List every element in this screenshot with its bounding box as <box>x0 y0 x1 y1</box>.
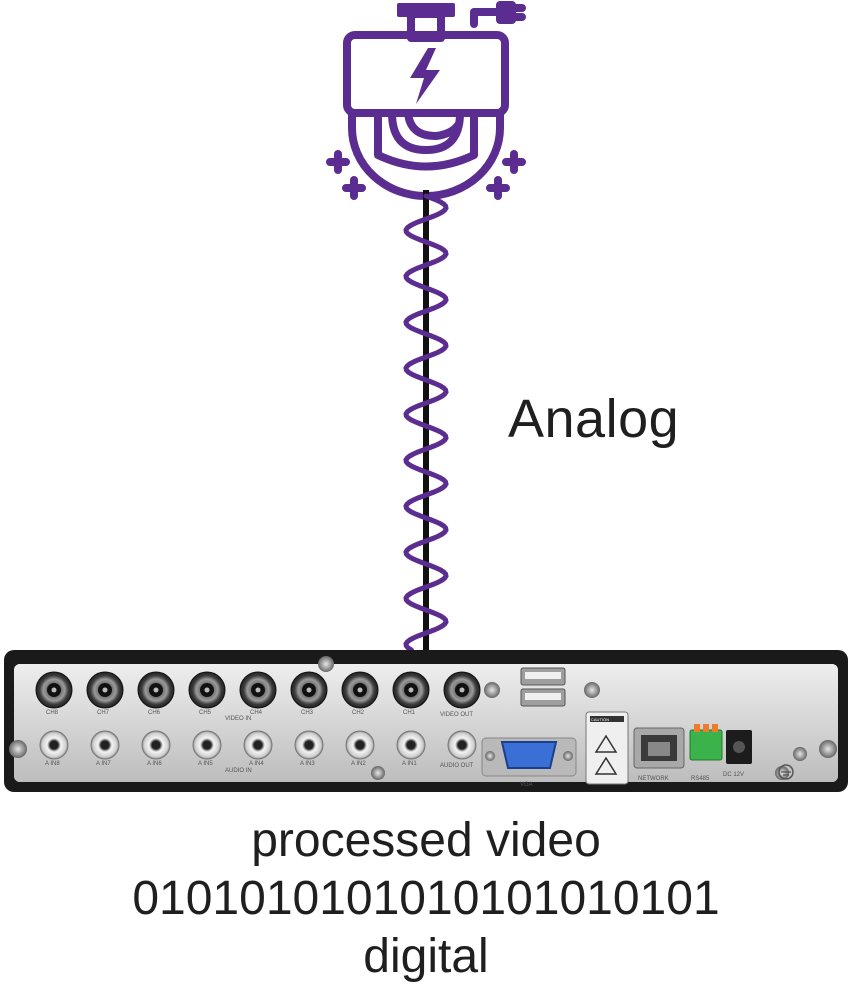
bnc-channel-label: CH4 <box>250 710 263 716</box>
bnc-video-in-port <box>137 671 175 709</box>
audio-channel-label: A IN5 <box>198 761 213 767</box>
rca-audio-in-jack <box>141 730 171 760</box>
rs485-terminal <box>689 724 723 761</box>
digital-label: digital <box>363 930 489 983</box>
rca-audio-in-jack <box>243 730 273 760</box>
svg-text:DC 12V: DC 12V <box>723 772 744 778</box>
svg-text:AUDIO IN: AUDIO IN <box>225 768 252 774</box>
dc-power-jack <box>726 730 752 764</box>
rca-audio-in-jack <box>39 730 69 760</box>
bnc-video-out-port <box>443 671 481 709</box>
bnc-channel-label: CH3 <box>301 710 314 716</box>
caution-plate <box>585 711 629 785</box>
svg-text:AUDIO OUT: AUDIO OUT <box>440 763 474 769</box>
analog-camera-icon <box>326 1 526 200</box>
bnc-video-in-port <box>35 671 73 709</box>
binary-stream-label: 0101010101010101010101 <box>132 872 720 925</box>
analog-wave <box>403 193 449 653</box>
bnc-video-in-port <box>392 671 430 709</box>
bnc-video-in-port <box>188 671 226 709</box>
svg-text:VIDEO IN: VIDEO IN <box>225 716 251 722</box>
rca-audio-in-jack <box>396 730 426 760</box>
analog-label: Analog <box>508 389 680 449</box>
analog-cable <box>403 190 449 656</box>
bnc-channel-label: CH8 <box>46 710 59 716</box>
bnc-video-in-port <box>86 671 124 709</box>
bnc-channel-label: CH2 <box>352 710 365 716</box>
usb-ports <box>520 667 566 707</box>
audio-channel-label: A IN7 <box>96 761 111 767</box>
svg-text:VGA: VGA <box>520 782 533 788</box>
audio-channel-label: A IN1 <box>402 761 417 767</box>
audio-channel-label: A IN8 <box>45 761 60 767</box>
svg-text:CAUTION: CAUTION <box>591 717 609 722</box>
audio-channel-label: A IN6 <box>147 761 162 767</box>
svg-text:RS485: RS485 <box>691 776 710 782</box>
audio-channel-label: A IN3 <box>300 761 315 767</box>
rca-audio-out-jack <box>447 730 477 760</box>
lightning-bolt-icon <box>410 48 440 104</box>
bnc-video-in-port <box>239 671 277 709</box>
bnc-channel-label: CH5 <box>199 710 212 716</box>
processed-video-label: processed video <box>251 814 601 867</box>
rca-audio-in-jack <box>294 730 324 760</box>
bnc-video-in-port <box>290 671 328 709</box>
bnc-channel-label: CH7 <box>97 710 110 716</box>
dvr-recorder: CH8 CH7 CH6 CH5 CH4 CH3 CH2 CH1 A IN8 A IN7 A IN6… <box>4 650 848 792</box>
audio-channel-label: A IN4 <box>249 761 264 767</box>
vga-port <box>481 737 577 777</box>
bnc-channel-label: CH6 <box>148 710 161 716</box>
audio-channel-label: A IN2 <box>351 761 366 767</box>
caption: processed video 0101010101010101010101 d… <box>0 812 852 986</box>
bnc-video-in-port <box>341 671 379 709</box>
rca-audio-in-jack <box>192 730 222 760</box>
svg-text:NETWORK: NETWORK <box>638 776 669 782</box>
rca-audio-in-jack <box>90 730 120 760</box>
svg-text:VIDEO OUT: VIDEO OUT <box>440 712 473 718</box>
bnc-channel-label: CH1 <box>403 710 416 716</box>
network-port <box>633 727 685 769</box>
rca-audio-in-jack <box>345 730 375 760</box>
